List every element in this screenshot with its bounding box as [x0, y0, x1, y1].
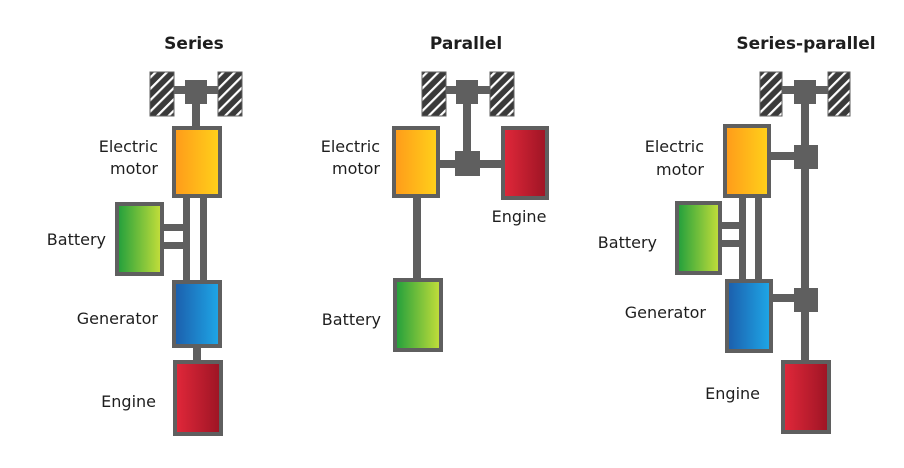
series-label-generator: Generator [77, 309, 159, 328]
parallel-engine [501, 126, 549, 200]
parallel-link-motor-battery [413, 196, 421, 282]
series-parallel-diagram: Series-parallel Electric motor Battery G… [598, 34, 876, 434]
sp-gearbox-bottom [794, 288, 818, 312]
series-shaft-engine [193, 344, 201, 364]
sp-label-engine: Engine [705, 384, 760, 403]
parallel-label-motor: motor [332, 159, 380, 178]
sp-generator-link [766, 294, 802, 302]
sp-electric-motor [723, 124, 771, 198]
series-label-battery: Battery [47, 230, 106, 249]
sp-motor-link [768, 152, 802, 160]
parallel-title: Parallel [430, 34, 502, 54]
sp-link-motor-generator-2 [755, 196, 762, 284]
sp-wheel-left-icon [759, 71, 783, 117]
series-wheel-left-icon [149, 71, 175, 117]
parallel-wheel-right-icon [489, 71, 515, 117]
sp-generator [725, 279, 773, 353]
parallel-diagram: Parallel Electric motor Engine Battery [321, 34, 549, 352]
sp-battery-link-bottom [718, 240, 746, 247]
series-battery [115, 202, 164, 276]
series-electric-motor [172, 126, 222, 198]
parallel-differential [456, 80, 478, 104]
parallel-gearbox [455, 151, 480, 176]
parallel-label-battery: Battery [322, 310, 381, 329]
sp-battery-link-top [718, 222, 746, 229]
series-parallel-title: Series-parallel [736, 34, 875, 54]
sp-battery [675, 201, 722, 275]
sp-label-battery: Battery [598, 233, 657, 252]
parallel-battery [393, 278, 443, 352]
series-battery-link-bottom [160, 242, 190, 249]
series-battery-link-top [160, 224, 190, 231]
series-title: Series [164, 34, 224, 54]
series-differential [185, 80, 207, 104]
parallel-wheel-left-icon [421, 71, 447, 117]
sp-label-generator: Generator [625, 303, 707, 322]
series-engine [173, 360, 223, 436]
sp-label-motor: motor [656, 160, 704, 179]
sp-engine [781, 360, 831, 434]
series-link-battery-generator [183, 194, 190, 284]
parallel-shaft-down [463, 102, 471, 152]
series-diagram: Series Electric motor Battery Generator … [47, 34, 243, 436]
parallel-label-electric: Electric [321, 137, 380, 156]
series-link-motor-generator [200, 194, 207, 284]
parallel-label-engine: Engine [492, 207, 547, 226]
series-generator [172, 280, 222, 348]
series-label-electric: Electric [99, 137, 158, 156]
sp-gearbox-top [794, 145, 818, 169]
series-shaft-motor [192, 102, 200, 130]
series-label-motor: motor [110, 159, 158, 178]
series-label-engine: Engine [101, 392, 156, 411]
sp-main-shaft [801, 102, 809, 370]
sp-differential [794, 80, 816, 104]
parallel-electric-motor [392, 126, 440, 198]
sp-wheel-right-icon [827, 71, 851, 117]
sp-label-electric: Electric [645, 137, 704, 156]
series-wheel-right-icon [217, 71, 243, 117]
